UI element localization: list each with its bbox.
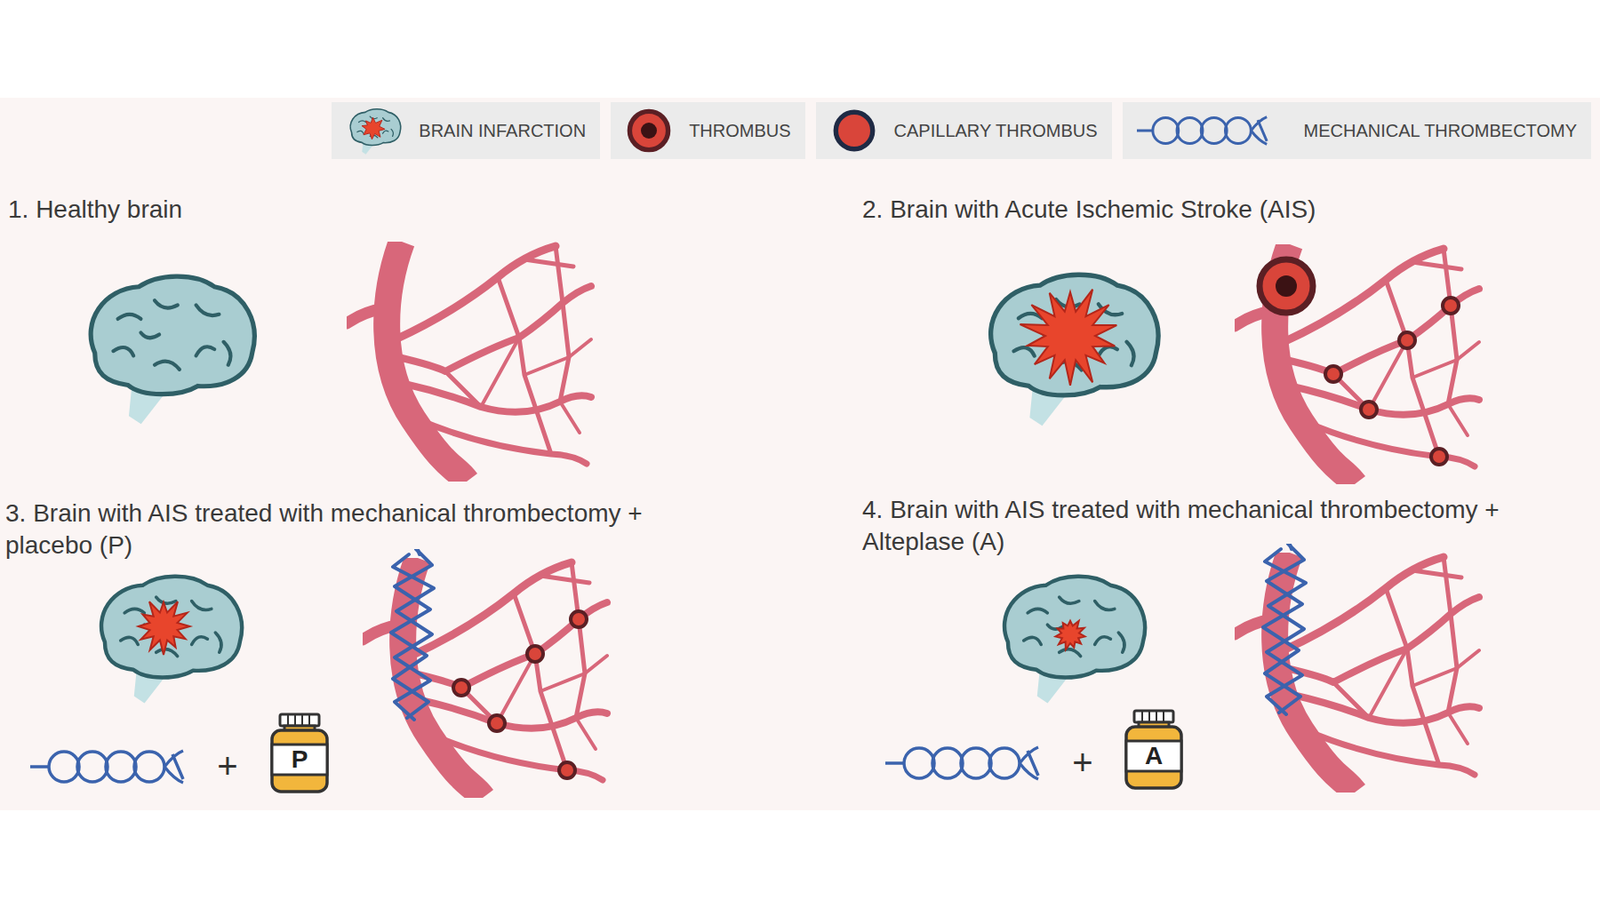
- bottle-letter: A: [1144, 744, 1163, 769]
- legend-symbol: [830, 106, 879, 155]
- panel-title: 1. Healthy brain: [8, 193, 183, 226]
- legend-item: BRAIN INFARCTION: [331, 102, 600, 160]
- legend-text: BRAIN INFARCTION: [418, 120, 586, 142]
- thrombectomy-device: [1263, 535, 1306, 715]
- legend-item: CAPILLARY THROMBUS: [816, 102, 1112, 160]
- panel-title: 3. Brain with AIS treated with mechanica…: [5, 497, 699, 563]
- vessel-tree: [362, 558, 608, 799]
- thrombectomy-icon: [30, 751, 184, 784]
- legend-symbol: [345, 106, 403, 155]
- alteplase-bottle: [1126, 711, 1182, 789]
- vessel-tree: [346, 241, 592, 482]
- thrombectomy-device: [391, 540, 434, 720]
- legend-text: THROMBUS: [688, 120, 791, 142]
- thrombectomy-icon: [885, 747, 1039, 780]
- plus-sign: +: [1072, 744, 1093, 781]
- infarction-star: [1020, 289, 1118, 386]
- legend-text: MECHANICAL THROMBECTOMY: [1304, 120, 1577, 142]
- background: [0, 97, 1600, 811]
- infarction-star: [1056, 621, 1086, 651]
- plus-sign: +: [216, 748, 238, 784]
- legend-symbol: [624, 106, 673, 155]
- legend-symbol: [1136, 112, 1288, 149]
- vessel-tree: [1234, 244, 1480, 485]
- panel-title: 2. Brain with Acute Ischemic Stroke (AIS…: [862, 193, 1316, 226]
- brain-icon: [991, 274, 1159, 425]
- thrombi: [453, 611, 587, 779]
- legend: BRAIN INFARCTION THROMBUS CAPILLARY THROMB…: [331, 102, 1592, 160]
- brain-icon: [101, 576, 242, 703]
- legend-item: THROMBUS: [610, 102, 805, 160]
- brain-icon: [1004, 576, 1145, 703]
- thrombi: [1259, 259, 1459, 465]
- placebo-bottle: [272, 714, 328, 792]
- panel-title: 4. Brain with AIS treated with mechanica…: [862, 494, 1556, 560]
- infarction-star: [138, 601, 191, 656]
- brain-icon: [90, 276, 255, 424]
- vessel-tree: [1234, 552, 1480, 793]
- legend-text: CAPILLARY THROMBUS: [894, 120, 1098, 142]
- legend-item: MECHANICAL THROMBECTOMY: [1122, 102, 1592, 160]
- bottle-letter: P: [291, 747, 309, 773]
